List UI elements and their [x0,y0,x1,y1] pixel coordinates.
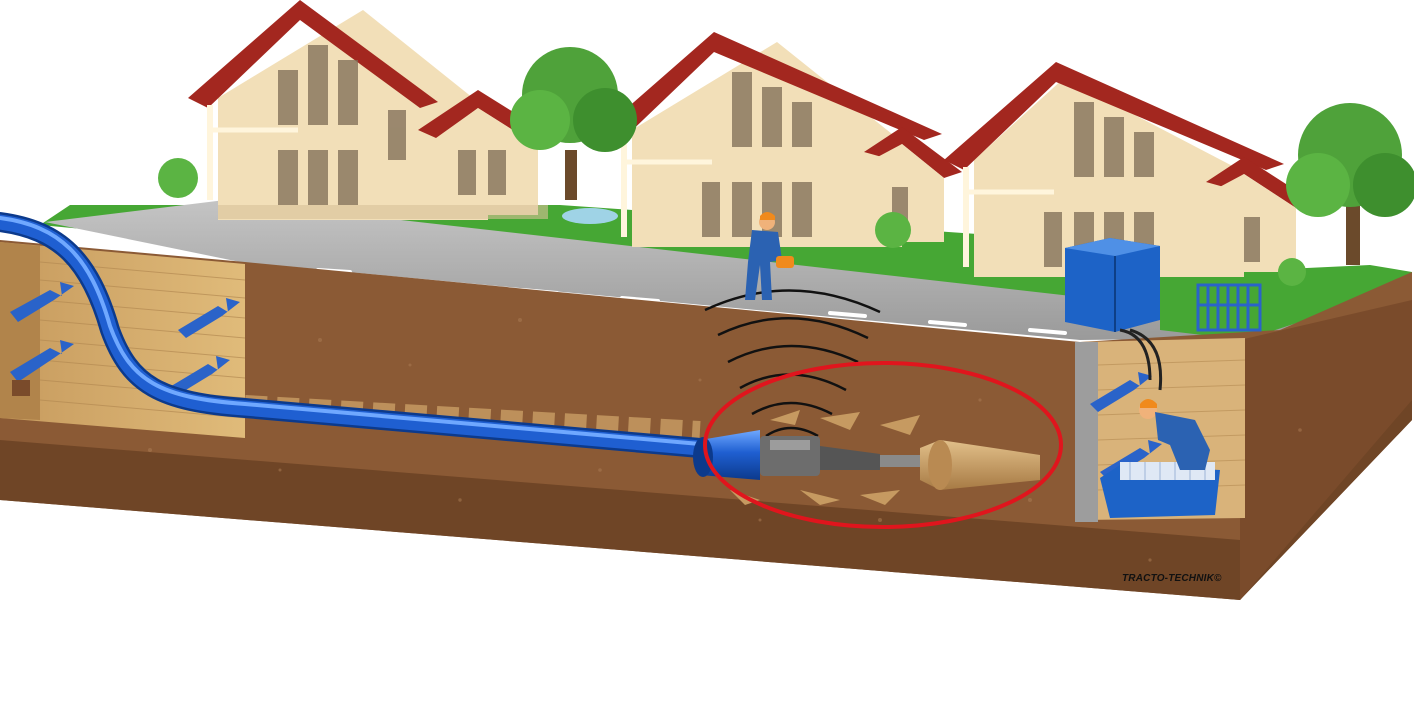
ground-block [0,200,1412,600]
rod-rack-icon [1196,283,1262,332]
pond-icon [562,208,618,224]
soil-side-face [1240,300,1412,600]
tree-icon [1286,103,1414,265]
tree-icon [510,47,637,200]
locator-device-icon [776,256,794,268]
credit-label: TRACTO-TECHNIK© [1122,573,1222,584]
soil-texture [148,318,1302,562]
house-icon [188,0,558,220]
highlight-ring [703,361,1063,529]
bush-icon [1278,258,1306,286]
house-icon [602,32,962,247]
worker-icon [745,212,794,300]
bursting-machine-icon [1100,462,1220,518]
pipeline [0,212,710,458]
locator-signal-icon [704,289,881,454]
pit-shoring-arrows-left [10,282,240,396]
control-cabinet-icon [1065,238,1163,391]
soil-bottom-band [0,400,1412,600]
trees [158,47,1414,286]
bush-icon [875,212,911,248]
road-surface [45,200,1300,340]
bush-icon [158,158,198,198]
pipe-fitting [12,380,30,396]
worker-icon [1139,399,1210,470]
